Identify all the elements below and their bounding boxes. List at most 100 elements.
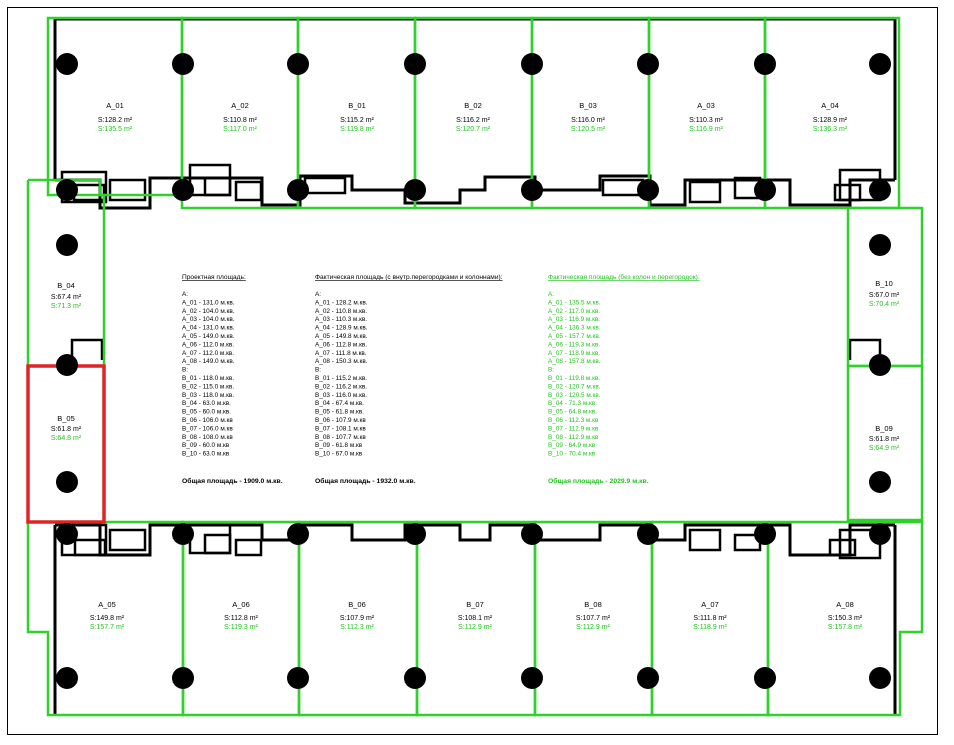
column: [172, 53, 194, 75]
legend-line: B:: [315, 367, 321, 374]
unit-b03-area-clean: S:120.5 m²: [571, 126, 606, 133]
page-frame: [7, 7, 938, 735]
legend-line: A_04 - 136.3 м.кв.: [548, 325, 601, 332]
unit-a02-name: A_02: [231, 101, 249, 110]
unit-b05-area-clean: S:64.8 m²: [51, 435, 82, 442]
legend-line: A_03 - 110.3 м.кв.: [315, 316, 367, 323]
unit-b10-area: S:67.0 m²: [869, 292, 900, 299]
unit-b09-name: B_09: [875, 424, 893, 433]
column: [172, 667, 194, 689]
column: [754, 523, 776, 545]
unit-b04-name: B_04: [57, 281, 75, 290]
unit-a01-area: S:128.2 m²: [98, 117, 133, 124]
legend-line: B_05 - 61.8 м.кв.: [315, 409, 364, 416]
unit-b06-area: S:107.9 m²: [340, 615, 375, 622]
legend-line: A_01 - 128.2 м.кв.: [315, 299, 368, 306]
unit-a02-area-clean: S:117.0 m²: [223, 126, 257, 133]
legend-line: A_05 - 149.0 м.кв.: [182, 333, 235, 340]
unit-b10-area-clean: S:70.4 m²: [869, 301, 900, 308]
legend-line: A_05 - 157.7 м.кв.: [548, 333, 601, 340]
unit-b02-name: B_02: [464, 101, 482, 110]
unit-a07-area: S:111.8 m²: [693, 615, 727, 622]
legend-line: B_08 - 112.9 м.кв: [548, 434, 599, 441]
unit-b05-name: B_05: [57, 414, 75, 423]
legend-line: A_01 - 135.5 м.кв.: [548, 299, 601, 306]
unit-b06-area-clean: S:112.3 m²: [340, 624, 374, 631]
legend-line: B_07 - 108.1 м.кв: [315, 425, 366, 432]
legend-line: B_04 - 67.4 м.кв.: [315, 400, 364, 407]
column: [287, 179, 309, 201]
legend-line: A_03 - 116.9 м.кв.: [548, 316, 600, 323]
column: [172, 179, 194, 201]
legend-line: A:: [548, 291, 554, 298]
legend-line: A_02 - 117.0 м.кв.: [548, 308, 600, 315]
legend-line: B_06 - 106.0 м.кв: [182, 417, 233, 424]
unit-b07-name: B_07: [466, 600, 484, 609]
unit-b01-area-clean: S:119.8 m²: [340, 126, 374, 133]
unit-a07-name: A_07: [701, 600, 719, 609]
legend-line: A_04 - 131.0 м.кв.: [182, 325, 235, 332]
legend-line: B_07 - 112.9 м.кв: [548, 425, 599, 432]
column: [404, 667, 426, 689]
unit-b02-area-clean: S:120.7 m²: [456, 126, 491, 133]
legend-design: Проектная площадь:A:A_01 - 131.0 м.кв.A_…: [182, 274, 283, 485]
selection-highlight: [26, 364, 106, 524]
unit-b03-name: B_03: [579, 101, 597, 110]
column: [869, 234, 891, 256]
unit-a05-name: A_05: [98, 600, 116, 609]
column: [287, 523, 309, 545]
legend-line: A_02 - 110.8 м.кв.: [315, 308, 367, 315]
unit-a03-name: A_03: [697, 101, 715, 110]
legend-line: B_02 - 120.7 м.кв.: [548, 383, 601, 390]
unit-b07-area: S:108.1 m²: [458, 615, 493, 622]
unit-b04-area: S:67.4 m²: [51, 294, 82, 301]
legend-total: Общая площадь - 1932.0 м.кв.: [315, 477, 416, 485]
legend-total: Общая площадь - 2029.9 м.кв.: [548, 477, 649, 485]
legend-line: B:: [548, 367, 554, 374]
unit-b09-area-clean: S:64.9 m²: [869, 445, 900, 452]
unit-b01-area: S:115.2 m²: [340, 117, 374, 124]
unit-a07-area-clean: S:118.9 m²: [693, 624, 727, 631]
column: [521, 667, 543, 689]
legend-line: B_09 - 64.9 м.кв: [548, 442, 596, 449]
legend-title: Фактическая площадь (с внутр.перегородка…: [315, 274, 503, 281]
unit-b10-name: B_10: [875, 279, 893, 288]
legend-line: B_03 - 118.0 м.кв.: [182, 392, 234, 399]
column: [754, 53, 776, 75]
legend-line: A_07 - 111.8 м.кв.: [315, 350, 367, 357]
unit-a08-name: A_08: [836, 600, 854, 609]
wall-details: [60, 163, 882, 560]
column: [637, 667, 659, 689]
legend-line: B_07 - 106.0 м.кв: [182, 425, 233, 432]
unit-a05-area-clean: S:157.7 m²: [90, 624, 125, 631]
unit-b05-area: S:61.8 m²: [51, 426, 82, 433]
legend-line: A_06 - 112.0 м.кв.: [182, 341, 234, 348]
legend-line: B_03 - 120.5 м.кв.: [548, 392, 601, 399]
unit-a01-area-clean: S:135.5 m²: [98, 126, 133, 133]
legend-line: A_05 - 149.8 м.кв.: [315, 333, 368, 340]
unit-a03-area-clean: S:116.9 m²: [689, 126, 723, 133]
column: [56, 471, 78, 493]
legend-line: A_04 - 128.9 м.кв.: [315, 325, 368, 332]
legend-line: A:: [315, 291, 321, 298]
legend-line: B:: [182, 367, 188, 374]
unit-a08-area-clean: S:157.8 m²: [828, 624, 863, 631]
legend-line: A_01 - 131.0 м.кв.: [182, 299, 235, 306]
column: [404, 53, 426, 75]
column: [521, 179, 543, 201]
legend-line: B_03 - 116.0 м.кв.: [315, 392, 367, 399]
column: [869, 53, 891, 75]
legend-line: B_10 - 67.0 м.кв: [315, 451, 363, 458]
unit-b08-area: S:107.7 m²: [576, 615, 611, 622]
unit-b07-area-clean: S:112.9 m²: [458, 624, 492, 631]
unit-b06-name: B_06: [348, 600, 366, 609]
unit-a06-area-clean: S:119.3 m²: [224, 624, 258, 631]
legend-line: B_01 - 115.2 м.кв.: [315, 375, 367, 382]
legend-line: A_06 - 119.3 м.кв.: [548, 341, 600, 348]
column: [287, 667, 309, 689]
legend-line: B_08 - 108.0 м.кв: [182, 434, 233, 441]
unit-b04-area-clean: S:71.3 m²: [51, 303, 82, 310]
unit-b09-area: S:61.8 m²: [869, 436, 900, 443]
legend-line: A_06 - 112.8 м.кв.: [315, 341, 367, 348]
unit-b08-area-clean: S:112.9 m²: [576, 624, 610, 631]
